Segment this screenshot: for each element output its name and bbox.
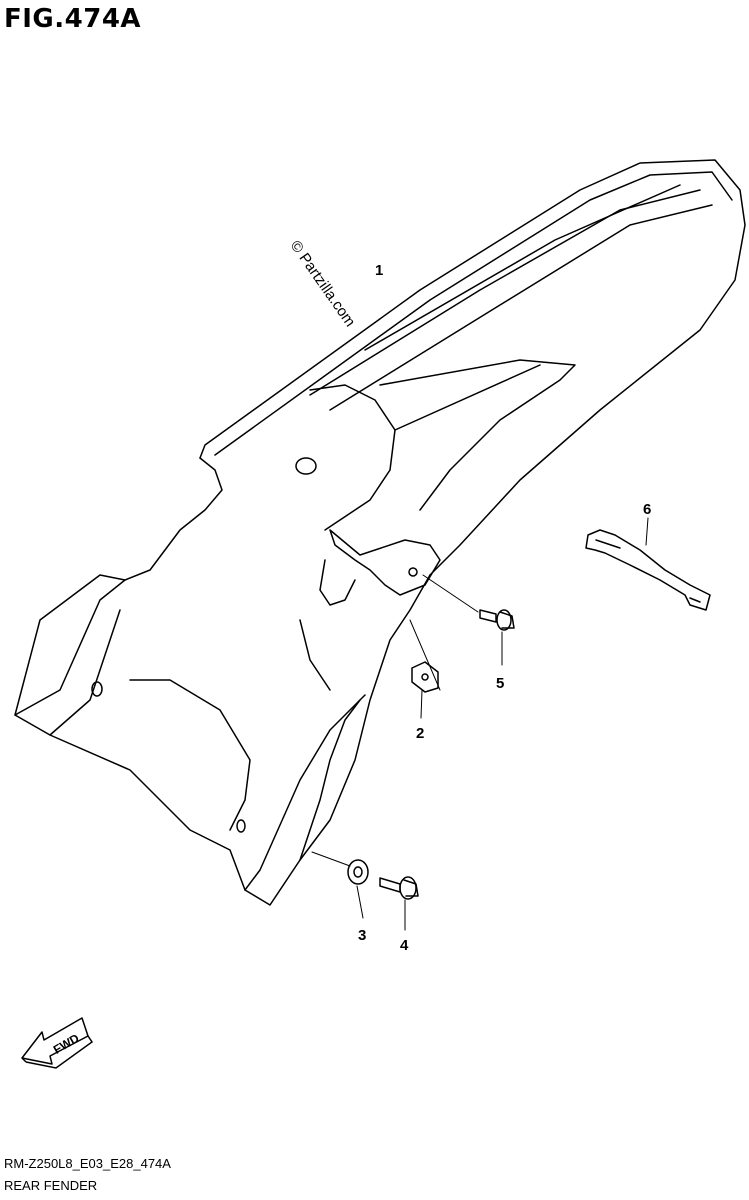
rear-fender-part[interactable] (14, 159, 746, 906)
watermark: © Partzilla.com (287, 238, 359, 331)
figure-code: RM-Z250L8_E03_E28_474A (4, 1156, 171, 1171)
leader-lines (311, 517, 649, 931)
callout-6: 6 (643, 501, 651, 518)
flange-bolt-part-5[interactable] (479, 609, 515, 631)
forward-arrow-icon: FWD (21, 1017, 94, 1069)
callout-3: 3 (358, 927, 366, 944)
callout-2: 2 (416, 725, 424, 742)
washer-part[interactable] (347, 859, 369, 885)
fender-strap-part[interactable] (585, 529, 711, 611)
nut-part[interactable] (411, 661, 439, 693)
figure-name: REAR FENDER (4, 1178, 98, 1193)
callout-1: 1 (375, 262, 383, 279)
flange-bolt-part-4[interactable] (379, 876, 419, 900)
figure-title: FIG.474A (4, 4, 142, 34)
callout-5: 5 (496, 675, 504, 692)
callout-4: 4 (400, 937, 409, 954)
